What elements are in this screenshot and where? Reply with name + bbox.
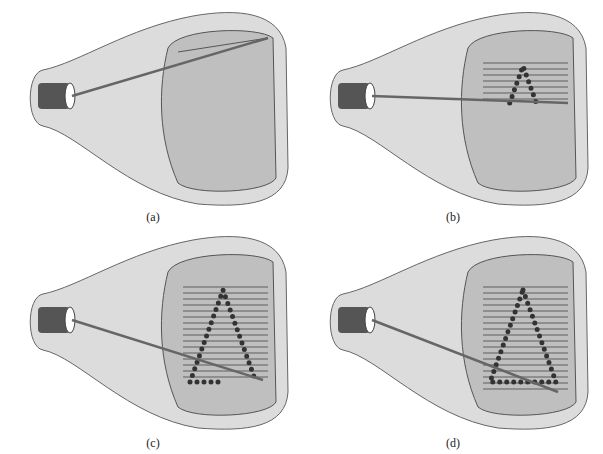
panel-label: (c) <box>146 436 159 451</box>
panel-label: (d) <box>446 436 460 451</box>
crt-tube-d <box>330 237 588 430</box>
crt-tube-c <box>30 237 288 430</box>
panel-label: (a) <box>146 210 159 225</box>
crt-tube-a <box>30 13 288 206</box>
panel-label: (b) <box>446 210 460 225</box>
crt-tube-b <box>330 13 588 206</box>
